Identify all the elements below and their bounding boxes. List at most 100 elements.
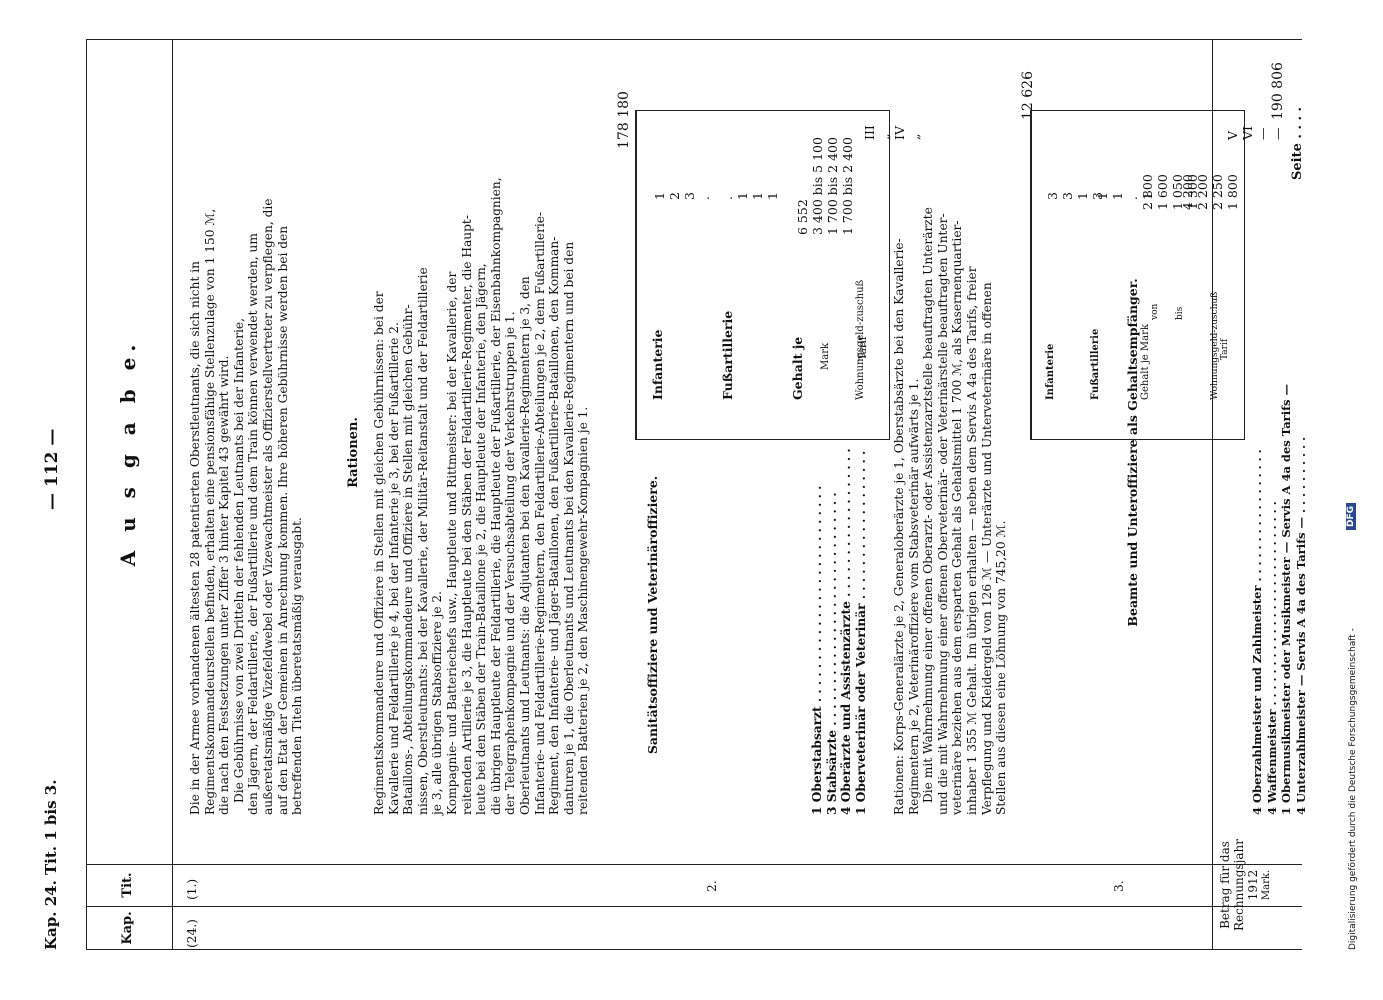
- table2-header-tarif: Tarif: [858, 336, 869, 360]
- section3-item: 1 Obermusikmeister oder Musikmeister — S…: [1279, 383, 1294, 815]
- column-header-betrag: Betrag für das Rechnungsjahr 1912 Mark.: [1218, 815, 1274, 955]
- table3-header-gehalt: Gehalt je Mark: [1140, 324, 1151, 400]
- digitization-credit: Digitalisierung gefördert durch die Deut…: [1348, 628, 1358, 950]
- table3-header-bis: bis: [1175, 306, 1185, 320]
- tit-ref-2: 2.: [705, 880, 719, 892]
- table2-header-mark: Mark: [820, 342, 831, 370]
- para2-line: je 3, alle übrigen Stabsoffiziere je 2.: [430, 590, 445, 815]
- para2-line: reitenden Artillerie je 3, die Hauptleut…: [459, 215, 474, 815]
- para3-line: Die mit Wahrnehmung einer offenen Oberar…: [921, 207, 936, 803]
- para2-line: Regiment, den Infanterie- und Jäger-Bata…: [547, 236, 562, 815]
- rationen-heading: Rationen.: [346, 417, 361, 488]
- header-divider: [172, 40, 173, 950]
- para2-line: nissen, Oberstleutnants: bei der Kavalle…: [415, 267, 430, 815]
- para2-line: Oberleutnants und Leutnants: die Adjutan…: [517, 276, 532, 815]
- para1-line: Die in der Armee vorhandenen ältesten 28…: [188, 261, 202, 815]
- table2-cell: 1: [652, 192, 667, 200]
- para3-line: inhaber 1 355 ℳ Gehalt. Im übrigen erhal…: [964, 266, 979, 815]
- table3-cell: 1: [1095, 192, 1110, 200]
- table2-cell: „: [907, 133, 922, 140]
- betrag-header-line-4: Mark.: [1261, 869, 1272, 901]
- table3-cell: 2 800: [1140, 174, 1155, 210]
- table2-col-tarif: III „ IV „: [862, 125, 922, 140]
- section2-item: 3 Stabsärzte . . . . . . . . . . . . . .…: [824, 492, 839, 815]
- para3-line: veterinäre beziehen aus dem ersparten Ge…: [950, 220, 965, 815]
- para1-line: Die Gebührnisse von zwei Dritteln der fe…: [231, 317, 246, 803]
- section2-item: 4 Oberärzte und Assistenzärzte . . . . .…: [839, 448, 854, 815]
- para1-line: auf den Etat der Gemeinen in Anrechnung …: [275, 225, 290, 815]
- column-header-kap: Kap.: [120, 911, 135, 945]
- table2-cell: 3 400 bis 5 100: [810, 137, 825, 235]
- betrag-amount-1-text: 178 180: [616, 91, 632, 149]
- frame-line-top: [86, 40, 87, 950]
- paragraph-stellenzulage: Die in der Armee vorhandenen ältesten 28…: [188, 199, 305, 815]
- table3-cell: 3: [1045, 192, 1060, 200]
- betrag-header-line-1: Betrag für das: [1218, 841, 1232, 929]
- table2-col-infanterie: 1 2 3 .: [652, 192, 712, 200]
- para3-line: Regimentern je 2, Veterinäroffiziere vom…: [906, 378, 921, 815]
- table2-cell: 3: [682, 192, 697, 200]
- table3-cell: 1 800: [1225, 174, 1240, 210]
- para2-line: Kompagnie- und Batteriechefs usw., Haupt…: [444, 271, 459, 815]
- table2-cell: .: [720, 196, 735, 200]
- table3-cell: VI: [1240, 126, 1255, 140]
- table3-cell: 1: [1110, 192, 1125, 200]
- table2-cell: 1 700 bis 2 400: [840, 137, 855, 235]
- para2-line: danturen je 1, die Oberleutnants und Leu…: [561, 241, 576, 815]
- table2-cell: 6 552: [795, 199, 810, 235]
- table2-cell: 2: [667, 192, 682, 200]
- para2-line: Bataillons-, Abteilungskommandeure und O…: [401, 304, 416, 815]
- para3-line: Verpflegung und Kleidergeld von 126 ℳ — …: [979, 282, 994, 815]
- tit-ref-1: (1.): [185, 878, 199, 900]
- table3-cell: 1: [1075, 192, 1090, 200]
- para1-line: den Jägern, der Feldartillerie, der Fußa…: [246, 233, 261, 815]
- table2-col-gehalt: 6 552 3 400 bis 5 100 1 700 bis 2 400 1 …: [795, 137, 855, 235]
- para3-line: Stellen aus diesen eine Löhnung von 745,…: [994, 520, 1009, 815]
- column-header-ausgabe: A u s g a b e.: [116, 338, 140, 567]
- table3-cell: —: [1270, 127, 1285, 141]
- section2-item: 1 Oberstabsarzt . . . . . . . . . . . . …: [810, 485, 824, 815]
- para3-line: und die mit Wahrnehmung einer offenen Ob…: [935, 213, 950, 815]
- para1-line: Regimentskommandeurstellen befinden, erh…: [202, 208, 217, 815]
- table2-header-fussartillerie: Fußartillerie: [720, 310, 735, 400]
- frame-line-right: [86, 39, 1302, 40]
- seite-label: Seite . . . .: [1290, 106, 1305, 180]
- para3-line: Rationen: Korps-Generalärzte je 2, Gener…: [892, 238, 906, 815]
- column-divider-tit: [86, 864, 1302, 865]
- chapter-title-header: Kap. 24. Tit. 1 bis 3.: [42, 779, 60, 950]
- para2-line: reitenden Batterien je 2, den Maschineng…: [576, 406, 591, 815]
- para1-line: die nach den Festsetzungen unter Ziffer …: [217, 355, 232, 815]
- table3-cell: 2 250: [1210, 174, 1225, 210]
- table3-col-bis: 4 200 2 200 2 250 1 800: [1180, 174, 1240, 210]
- table3-header-fussartillerie: Fußartillerie: [1090, 328, 1101, 400]
- table2-cell: 1: [735, 192, 750, 200]
- paragraph-rationen: Regimentskommandeure und Offiziere in St…: [372, 177, 591, 815]
- kap-ref: (24.): [185, 919, 199, 948]
- table3-cell: 3: [1060, 192, 1075, 200]
- para2-line: Kavallerie und Feldartillerie je 4, bei …: [386, 322, 401, 815]
- table3-header-von: von: [1150, 303, 1160, 320]
- table3-cell: V: [1225, 130, 1240, 140]
- table3-col-tarif: V VI — —: [1225, 126, 1285, 140]
- column-divider-kap: [86, 906, 1302, 907]
- table3-cell: .: [1125, 196, 1140, 200]
- paragraph-sanitaet-rationen: Rationen: Korps-Generalärzte je 2, Gener…: [892, 207, 1009, 815]
- page-number: — 112 —: [42, 428, 62, 510]
- section2-items: 1 Oberstabsarzt . . . . . . . . . . . . …: [810, 448, 868, 815]
- betrag-header-line-2: Rechnungsjahr: [1232, 839, 1246, 931]
- betrag-amount-3: 190 806: [1270, 62, 1286, 120]
- table3-header-tarif: Tarif: [1220, 338, 1230, 360]
- table3-cell: 2 200: [1195, 174, 1210, 210]
- table3-cell: —: [1255, 127, 1270, 141]
- table3-cell: 1 600: [1155, 174, 1170, 210]
- para1-line: außeretatsmäßige Vizefeldwebel oder Vize…: [260, 198, 275, 815]
- column-header-tit: Tit.: [120, 872, 135, 898]
- section3-item: 4 Unterzahlmeister — Servis A 4a des Tar…: [1293, 436, 1308, 815]
- para2-line: Infanterie- und Feldartillerie-Regimente…: [532, 211, 547, 815]
- para2-line: Regimentskommandeure und Offiziere in St…: [372, 291, 386, 815]
- dfg-logo: DFG: [1346, 502, 1356, 530]
- table3-cell: 4 200: [1180, 174, 1195, 210]
- section3-item: 4 Waffenmeister . . . . . . . . . . . . …: [1264, 501, 1279, 815]
